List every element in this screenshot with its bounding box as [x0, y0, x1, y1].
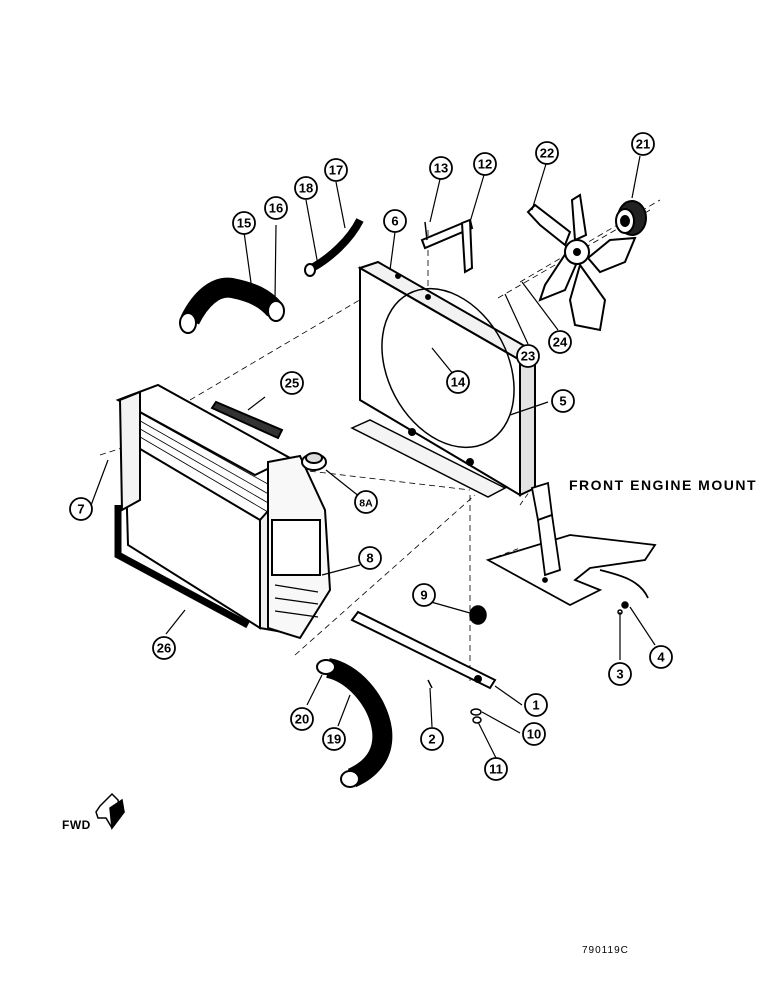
- callout-3: 3: [608, 662, 632, 686]
- forward-arrow-icon: [95, 792, 126, 830]
- svg-text:15: 15: [237, 216, 251, 231]
- svg-text:16: 16: [269, 201, 283, 216]
- support-strap: [350, 610, 497, 690]
- svg-text:8: 8: [366, 551, 373, 566]
- callout-20: 20: [290, 707, 314, 731]
- callout-2: 2: [420, 727, 444, 751]
- svg-text:22: 22: [540, 146, 554, 161]
- callout-22: 22: [535, 141, 559, 165]
- svg-text:2: 2: [428, 732, 435, 747]
- shroud-bracket: [420, 218, 474, 274]
- shroud-screw: [424, 221, 428, 241]
- svg-text:19: 19: [327, 732, 341, 747]
- callout-25: 25: [280, 371, 304, 395]
- svg-text:5: 5: [559, 394, 566, 409]
- callout-12: 12: [473, 152, 497, 176]
- callout-17: 17: [324, 158, 348, 182]
- callout-4: 4: [649, 645, 673, 669]
- callout-19: 19: [322, 727, 346, 751]
- callout-11: 11: [484, 757, 508, 781]
- svg-text:20: 20: [295, 712, 309, 727]
- callout-16: 16: [264, 196, 288, 220]
- svg-text:4: 4: [657, 650, 665, 665]
- svg-text:25: 25: [285, 376, 299, 391]
- svg-text:8A: 8A: [359, 498, 373, 510]
- engine-mount-outline: [487, 482, 549, 561]
- figure-code: 790119C: [582, 945, 629, 956]
- direction-label: FWD: [62, 818, 91, 832]
- callout-18: 18: [294, 176, 318, 200]
- callout-21: 21: [631, 132, 655, 156]
- svg-text:14: 14: [451, 375, 466, 390]
- svg-text:6: 6: [391, 214, 398, 229]
- svg-text:23: 23: [521, 349, 535, 364]
- svg-text:26: 26: [157, 641, 171, 656]
- callouts: 1 2 3 4 5 6 7 8 8A 9 10 11 12 13 14 15 1…: [69, 132, 673, 781]
- svg-text:11: 11: [489, 762, 503, 777]
- callout-6: 6: [383, 209, 407, 233]
- svg-text:10: 10: [527, 727, 541, 742]
- leader-lines: [89, 155, 656, 759]
- callout-8a: 8A: [354, 490, 378, 514]
- callout-13: 13: [429, 156, 453, 180]
- fan-blade-assembly: [526, 193, 637, 332]
- callout-5: 5: [551, 389, 575, 413]
- fan-spacer: [615, 200, 647, 236]
- svg-text:9: 9: [420, 588, 427, 603]
- callout-1: 1: [524, 693, 548, 717]
- callout-9: 9: [412, 583, 436, 607]
- callout-10: 10: [522, 722, 546, 746]
- callout-14: 14: [446, 370, 470, 394]
- svg-text:1: 1: [532, 698, 539, 713]
- svg-text:17: 17: [329, 163, 343, 178]
- callout-15: 15: [232, 211, 256, 235]
- lower-radiator-hose: [316, 658, 393, 788]
- svg-text:24: 24: [553, 335, 568, 350]
- rubber-isolator: [469, 605, 487, 625]
- callout-24: 24: [548, 330, 572, 354]
- svg-text:12: 12: [478, 157, 492, 172]
- radiator: [115, 383, 332, 640]
- callout-8: 8: [358, 546, 382, 570]
- callout-23: 23: [516, 344, 540, 368]
- svg-text:7: 7: [77, 502, 84, 517]
- svg-text:18: 18: [299, 181, 313, 196]
- seal-strip-upper: [210, 400, 284, 440]
- svg-text:13: 13: [434, 161, 448, 176]
- engine-mount-bracket: [485, 481, 657, 607]
- bypass-hose: [304, 218, 364, 277]
- svg-text:21: 21: [636, 137, 650, 152]
- callout-26: 26: [152, 636, 176, 660]
- svg-text:3: 3: [616, 667, 623, 682]
- seal-strip-side: [114, 505, 250, 629]
- fan-shroud: [350, 260, 538, 498]
- section-label: FRONT ENGINE MOUNT: [569, 477, 757, 493]
- upper-radiator-hose: [179, 277, 285, 334]
- callout-7: 7: [69, 497, 93, 521]
